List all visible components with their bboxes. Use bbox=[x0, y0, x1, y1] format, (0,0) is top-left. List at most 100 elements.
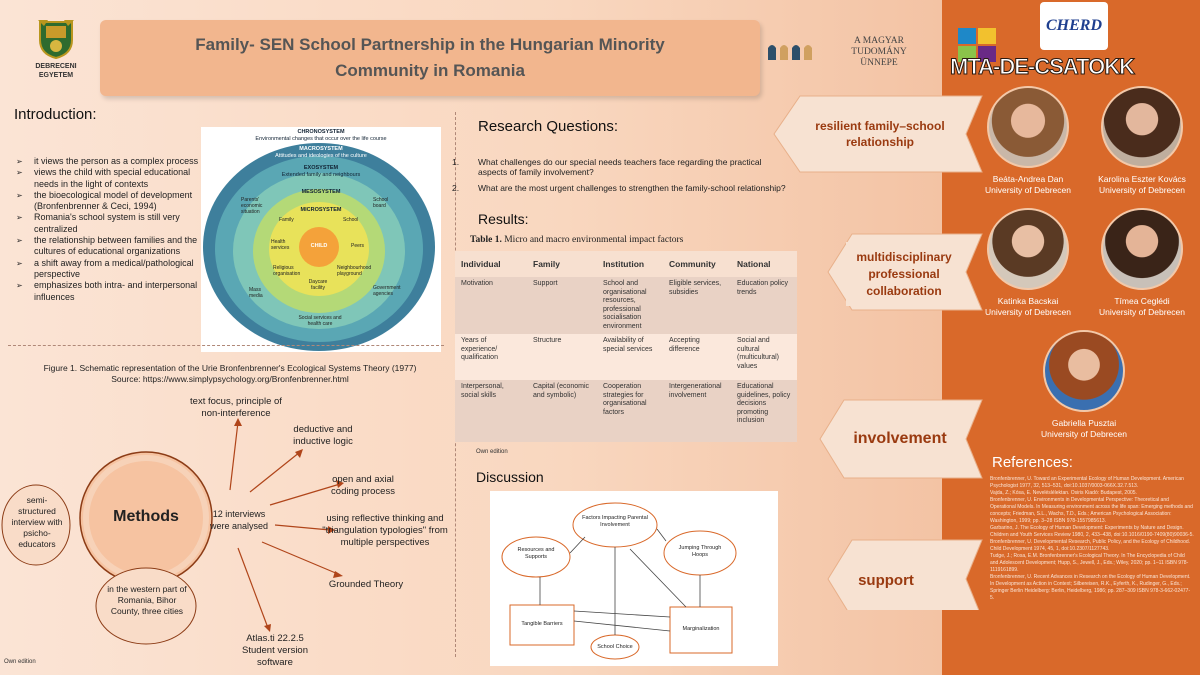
chronosystem-sub: Environmental changes that occur over th… bbox=[255, 136, 387, 142]
avatar bbox=[987, 208, 1069, 290]
table-row: Interpersonal, social skills Capital (ec… bbox=[455, 380, 797, 442]
arches-icon bbox=[768, 45, 812, 60]
avatar bbox=[987, 86, 1069, 168]
methods-title: Methods bbox=[113, 508, 179, 525]
banner-multidisciplinary: multidisciplinary professional collabora… bbox=[846, 242, 962, 306]
intro-bullet: emphasizes both intra- and interpersonal… bbox=[16, 280, 206, 303]
column-header: Individual bbox=[455, 251, 527, 277]
exosystem-sub: Extended family and neighbours bbox=[281, 172, 361, 178]
figure-caption-line-1: Figure 1. Schematic representation of th… bbox=[43, 363, 417, 373]
references-list: Bronfenbrenner, U. Toward an Experimenta… bbox=[990, 476, 1194, 602]
title-bar: Family- SEN School Partnership in the Hu… bbox=[100, 20, 760, 96]
research-questions-list: 1.What challenges do our special needs t… bbox=[452, 157, 786, 199]
person-name: Gabriella Pusztai bbox=[1051, 418, 1117, 428]
mass-media-label: Mass media bbox=[249, 287, 263, 299]
avatar bbox=[1101, 208, 1183, 290]
figure-caption-source: Source: https://www.simplypsychology.org… bbox=[111, 374, 349, 384]
section-divider bbox=[8, 345, 444, 346]
node-hoops: Jumping Through Hoops bbox=[678, 545, 722, 558]
cherd-logo: CHERD bbox=[1040, 2, 1108, 50]
discussion-diagram: Factors Impacting Parental Involvement R… bbox=[490, 491, 778, 666]
introduction-list: it views the person as a complex process… bbox=[16, 156, 206, 303]
main-panel: DEBRECENI EGYETEM Family- SEN School Par… bbox=[0, 0, 942, 675]
neighbourhood-label: Neighbourhood playground bbox=[337, 265, 372, 277]
intro-bullet: views the child with special educational… bbox=[16, 167, 206, 190]
method-branch-software: Atlas.ti 22.2.5 Student version software bbox=[241, 633, 308, 668]
discussion-heading: Discussion bbox=[476, 469, 544, 485]
method-branch-grounded-theory: Grounded Theory bbox=[328, 579, 404, 590]
column-header: Institution bbox=[597, 251, 663, 277]
university-crest-icon bbox=[38, 20, 74, 60]
right-panel: CHERD MTA-DE-CSATOKK Beáta-Andrea Dan Un… bbox=[942, 0, 1200, 675]
banner-involvement: involvement bbox=[840, 424, 960, 454]
method-branch-text-focus: text focus, principle of non-interferenc… bbox=[190, 396, 282, 419]
column-header: Community bbox=[663, 251, 731, 277]
introduction-heading: Introduction: bbox=[14, 106, 97, 123]
reference-item: Tudge, J.; Rosa, E.M. Bronfenbrenner's E… bbox=[990, 553, 1189, 573]
intro-bullet: a shift away from a medical/pathological… bbox=[16, 258, 206, 281]
reference-item: Vajda, Z.; Kósa, E. Neveléslélektan. Osi… bbox=[990, 490, 1137, 496]
table-cell: Cooperation strategies for organisationa… bbox=[597, 380, 663, 442]
node-barriers: Tangible Barriers bbox=[521, 621, 563, 627]
banner-resilient: resilient family–school relationship bbox=[800, 112, 960, 156]
religious-organisation-label: Religious organisation bbox=[273, 265, 301, 277]
person-name: Tímea Ceglédi bbox=[1114, 296, 1170, 306]
table-cell: Availability of special services bbox=[597, 334, 663, 380]
ecological-rings bbox=[203, 143, 435, 351]
method-branch-logic: deductive and inductive logic bbox=[293, 424, 353, 447]
method-branch-reflective: using reflective thinking and "triangula… bbox=[322, 513, 448, 548]
family-label: Family bbox=[279, 217, 294, 223]
school-label: School bbox=[343, 217, 359, 223]
intro-bullet: the bioecological model of development (… bbox=[16, 190, 206, 213]
person-name: Beáta-Andrea Dan bbox=[992, 174, 1064, 184]
impact-factors-table: Individual Family Institution Community … bbox=[455, 251, 797, 442]
table-row: Motivation Support School and organisati… bbox=[455, 277, 797, 334]
results-own-edition: Own edition bbox=[476, 449, 508, 455]
node-school-choice: School Choice bbox=[597, 644, 633, 650]
person-name: Katinka Bacskai bbox=[997, 296, 1059, 306]
table-label: Table 1. bbox=[470, 235, 502, 245]
person-card: Karolina Eszter Kovács University of Deb… bbox=[1094, 86, 1190, 196]
logo-line-3: ÜNNEPE bbox=[860, 58, 898, 68]
banner-shapes bbox=[773, 95, 983, 610]
person-name: Karolina Eszter Kovács bbox=[1098, 174, 1186, 184]
parents-economic-label: Parents' economic situation bbox=[241, 197, 263, 215]
logo-line-2: TUDOMÁNY bbox=[851, 47, 907, 57]
table-cell: Interpersonal, social skills bbox=[455, 380, 527, 442]
person-affiliation: University of Debrecen bbox=[985, 307, 1071, 317]
method-interviews-count: 12 interviews were analysed bbox=[209, 509, 269, 531]
method-branch-coding: open and axial coding process bbox=[331, 474, 395, 497]
logo-line-1: A MAGYAR bbox=[854, 36, 904, 46]
intro-bullet: the relationship between families and th… bbox=[16, 235, 206, 258]
school-board-label: School board bbox=[373, 197, 389, 209]
method-interview-bubble: semi-structured interview with psicho-ed… bbox=[11, 495, 63, 549]
table-cell: Social and cultural (multicultural) valu… bbox=[731, 334, 797, 380]
references-heading: References: bbox=[992, 454, 1073, 471]
person-affiliation: University of Debrecen bbox=[985, 185, 1071, 195]
methods-own-edition: Own edition bbox=[4, 659, 36, 665]
person-card: Katinka Bacskai University of Debrecen bbox=[980, 208, 1076, 318]
science-celebration-logo: A MAGYAR TUDOMÁNY ÜNNEPE bbox=[766, 36, 936, 76]
social-services-label: Social services and health care bbox=[298, 315, 342, 327]
government-agencies-label: Government agencies bbox=[373, 285, 401, 297]
microsystem-label: MICROSYSTEM bbox=[300, 207, 342, 213]
results-heading: Results: bbox=[478, 211, 529, 227]
node-resources: Resources and Supports bbox=[517, 547, 555, 560]
table-cell: Intergenerational involvement bbox=[663, 380, 731, 442]
exosystem-label: EXOSYSTEM bbox=[303, 165, 339, 171]
node-factors: Factors Impacting Parental Involvement bbox=[582, 515, 648, 528]
person-card: Tímea Ceglédi University of Debrecen bbox=[1094, 208, 1190, 318]
cherd-logo-text: CHERD bbox=[1045, 17, 1102, 34]
person-affiliation: University of Debrecen bbox=[1099, 185, 1185, 195]
table-row: Years of experience/ qualification Struc… bbox=[455, 334, 797, 380]
research-question-item: 1.What challenges do our special needs t… bbox=[452, 157, 762, 177]
macrosystem-label: MACROSYSTEM bbox=[299, 146, 343, 152]
reference-item: Bronfenbrenner, U. Developmental Researc… bbox=[990, 539, 1191, 552]
discussion-connectors bbox=[501, 502, 737, 660]
intro-bullet: it views the person as a complex process bbox=[16, 156, 206, 168]
reference-item: Garbarino, J. The Ecology of Human Devel… bbox=[990, 525, 1194, 538]
table-cell: School and organisational resources, pro… bbox=[597, 277, 663, 334]
table-cell: Education policy trends bbox=[731, 277, 797, 334]
intro-bullet: Romania's school system is still very ce… bbox=[16, 212, 206, 235]
mesosystem-label: MESOSYSTEM bbox=[301, 189, 341, 195]
